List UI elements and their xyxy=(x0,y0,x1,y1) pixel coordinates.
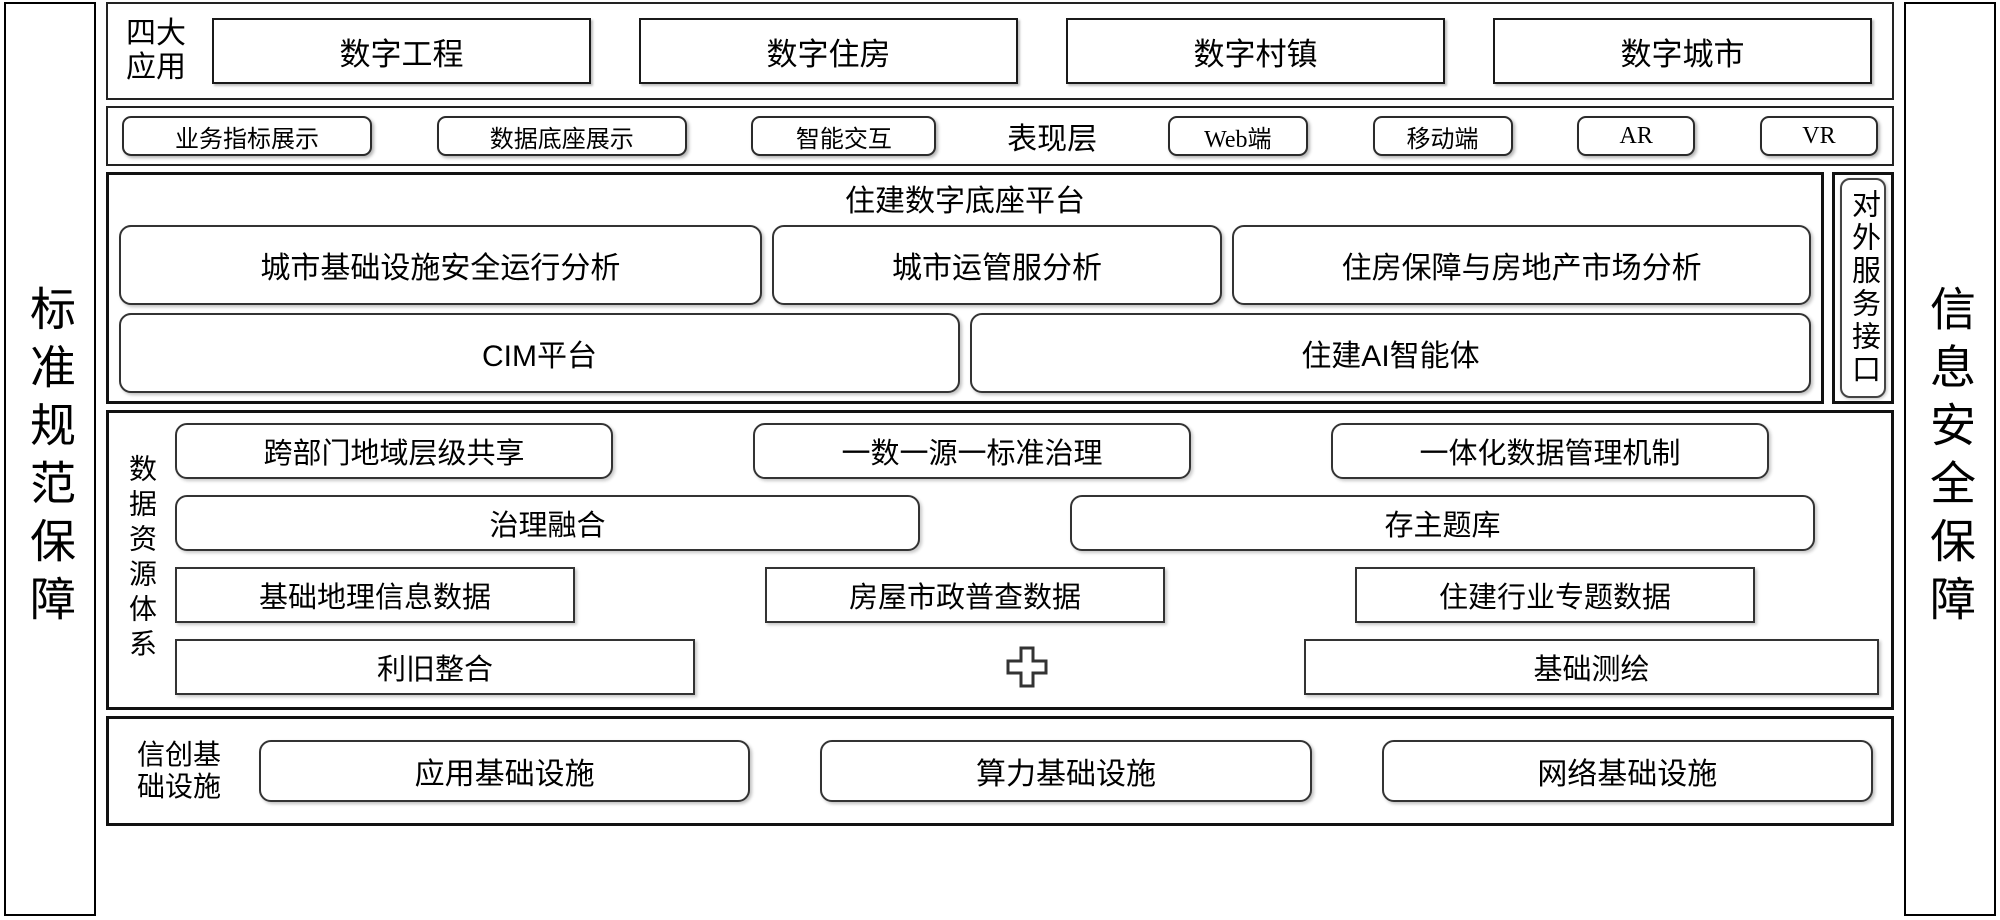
app-box-digital-city[interactable]: 数字城市 xyxy=(1493,18,1872,84)
data-resource-rows: 跨部门地域层级共享 一数一源一标准治理 一体化数据管理机制 治理融合 存主题库 … xyxy=(175,419,1879,699)
platform-wrapper: 住建数字底座平台 城市基础设施安全运行分析 城市运管服分析 住房保障与房地产市场… xyxy=(106,172,1894,404)
pill-mobile-client[interactable]: 移动端 xyxy=(1372,116,1513,156)
left-pillar-standards: 标准规范保障 xyxy=(4,2,96,916)
data-row-fusion-storage: 治理融合 存主题库 xyxy=(175,491,1879,554)
pill-vr[interactable]: VR xyxy=(1759,116,1878,156)
infra-box-application-infrastructure[interactable]: 应用基础设施 xyxy=(259,740,751,802)
data-resource-label: 数据资源体系 xyxy=(126,454,157,664)
right-pillar-security: 信息安全保障 xyxy=(1904,2,1996,916)
center-column: 四大 应用 数字工程 数字住房 数字村镇 数字城市 业务指标展示 数据底座展示 … xyxy=(106,2,1894,916)
presentation-layer-title: 表现层 xyxy=(1007,123,1098,156)
data-box-industry-thematic-data[interactable]: 住建行业专题数据 xyxy=(1355,567,1755,624)
infra-box-computing-infrastructure[interactable]: 算力基础设施 xyxy=(820,740,1312,802)
platform-box-city-operation-analysis[interactable]: 城市运管服分析 xyxy=(771,225,1223,305)
service-port-band: 对外服务接口 xyxy=(1832,172,1894,404)
data-box-legacy-integration[interactable]: 利旧整合 xyxy=(175,639,695,696)
platform-box-ai-agent[interactable]: 住建AI智能体 xyxy=(970,313,1811,393)
data-box-governance-fusion[interactable]: 治理融合 xyxy=(175,494,920,551)
infrastructure-items: 应用基础设施 算力基础设施 网络基础设施 xyxy=(259,740,1873,802)
presentation-band: 业务指标展示 数据底座展示 智能交互 表现层 Web端 移动端 AR VR xyxy=(106,106,1894,166)
data-row-datasets: 基础地理信息数据 房屋市政普查数据 住建行业专题数据 xyxy=(175,564,1879,627)
infrastructure-label: 信创基 础设施 xyxy=(136,738,221,802)
infra-box-network-infrastructure[interactable]: 网络基础设施 xyxy=(1381,740,1873,802)
pill-ar[interactable]: AR xyxy=(1577,116,1696,156)
data-resource-band: 数据资源体系 跨部门地域层级共享 一数一源一标准治理 一体化数据管理机制 治理融… xyxy=(106,410,1894,710)
pill-data-base-display[interactable]: 数据底座展示 xyxy=(436,116,687,156)
platform-band: 住建数字底座平台 城市基础设施安全运行分析 城市运管服分析 住房保障与房地产市场… xyxy=(106,172,1824,404)
data-box-basic-surveying-mapping[interactable]: 基础测绘 xyxy=(1304,639,1879,696)
pill-business-indicator-display[interactable]: 业务指标展示 xyxy=(122,116,372,156)
service-port-label: 对外服务接口 xyxy=(1847,189,1880,387)
data-resource-label-wrap: 数据资源体系 xyxy=(115,419,167,699)
data-box-one-data-one-source[interactable]: 一数一源一标准治理 xyxy=(753,422,1191,479)
platform-analysis-row: 城市基础设施安全运行分析 城市运管服分析 住房保障与房地产市场分析 xyxy=(119,225,1811,305)
platform-engine-row: CIM平台 住建AI智能体 xyxy=(119,313,1811,393)
data-box-integrated-data-management[interactable]: 一体化数据管理机制 xyxy=(1331,422,1769,479)
platform-box-housing-realestate-analysis[interactable]: 住房保障与房地产市场分析 xyxy=(1232,225,1811,305)
applications-label: 四大 应用 xyxy=(126,17,186,84)
right-pillar-label: 信息安全保障 xyxy=(1924,285,1976,633)
applications-band: 四大 应用 数字工程 数字住房 数字村镇 数字城市 xyxy=(106,2,1894,100)
applications-items: 数字工程 数字住房 数字村镇 数字城市 xyxy=(212,18,1876,84)
data-box-subject-database[interactable]: 存主题库 xyxy=(1070,494,1815,551)
app-box-digital-engineering[interactable]: 数字工程 xyxy=(212,18,591,84)
platform-box-infrastructure-safety-analysis[interactable]: 城市基础设施安全运行分析 xyxy=(119,225,762,305)
pill-intelligent-interaction[interactable]: 智能交互 xyxy=(751,116,937,156)
data-box-basic-geographic-data[interactable]: 基础地理信息数据 xyxy=(175,567,575,624)
data-box-housing-municipal-survey-data[interactable]: 房屋市政普查数据 xyxy=(765,567,1165,624)
pill-web-client[interactable]: Web端 xyxy=(1167,116,1308,156)
plus-cross-icon xyxy=(1006,646,1048,688)
platform-box-cim-platform[interactable]: CIM平台 xyxy=(119,313,960,393)
data-row-governance-principles: 跨部门地域层级共享 一数一源一标准治理 一体化数据管理机制 xyxy=(175,419,1879,482)
data-row-integration-survey: 利旧整合 基础测绘 xyxy=(175,636,1879,699)
service-port-box[interactable]: 对外服务接口 xyxy=(1840,178,1886,398)
app-box-digital-village[interactable]: 数字村镇 xyxy=(1066,18,1445,84)
left-pillar-label: 标准规范保障 xyxy=(24,285,76,633)
infrastructure-band: 信创基 础设施 应用基础设施 算力基础设施 网络基础设施 xyxy=(106,716,1894,826)
platform-title: 住建数字底座平台 xyxy=(845,185,1085,218)
app-box-digital-housing[interactable]: 数字住房 xyxy=(639,18,1018,84)
data-box-cross-department-sharing[interactable]: 跨部门地域层级共享 xyxy=(175,422,613,479)
